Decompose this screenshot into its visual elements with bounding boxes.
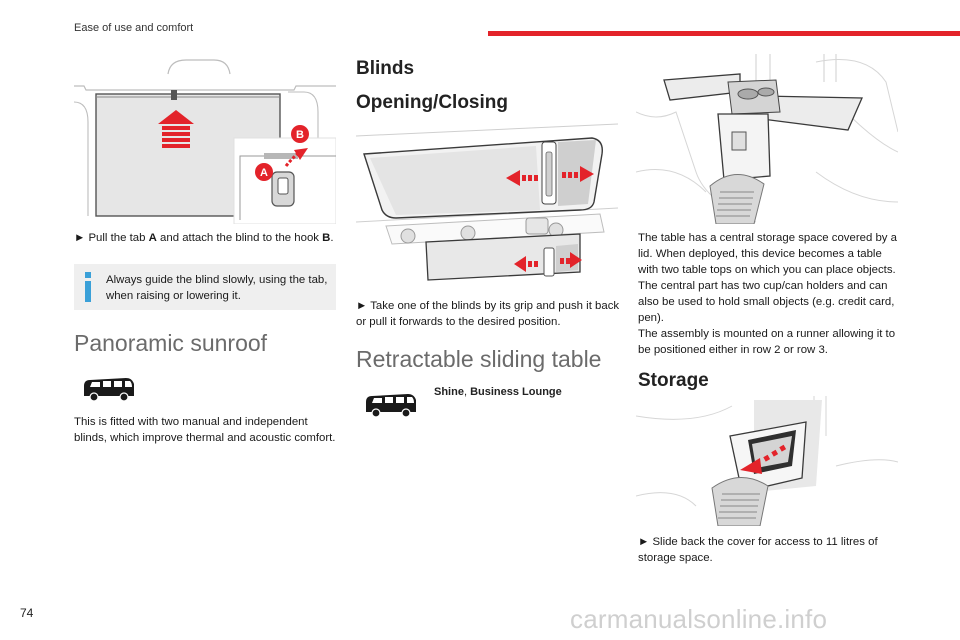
header-accent-bar bbox=[488, 31, 960, 36]
sliding-table-figure bbox=[636, 52, 898, 224]
instruction-text-2: and attach the blind to the hook bbox=[156, 232, 323, 244]
instruction-text-1: Pull the tab bbox=[88, 232, 149, 244]
info-icon bbox=[85, 272, 91, 302]
instruction-arrow: ► bbox=[74, 232, 86, 244]
section-title: Ease of use and comfort bbox=[74, 22, 194, 34]
roof-blinds-figure bbox=[356, 118, 618, 290]
table-description: The table has a central storage space co… bbox=[638, 232, 897, 324]
watermark: carmanualsonline.info bbox=[570, 604, 828, 634]
tab-a-label: A bbox=[148, 232, 157, 244]
sunroof-description: This is fitted with two manual and indep… bbox=[74, 416, 336, 444]
opening-closing-heading: Opening/Closing bbox=[356, 92, 508, 113]
info-note-text: Always guide the blind slowly, using the… bbox=[106, 274, 328, 302]
blind-hook-figure: B A bbox=[74, 52, 336, 224]
edition-business-lounge: Business Lounge bbox=[470, 386, 562, 398]
storage-instruction: ► Slide back the cover for access to 11 … bbox=[638, 536, 878, 564]
label-b-marker: B bbox=[296, 129, 304, 141]
edition-shine: Shine bbox=[434, 386, 464, 398]
panoramic-sunroof-heading: Panoramic sunroof bbox=[74, 330, 268, 356]
hook-b-label: B bbox=[322, 232, 331, 244]
info-note: Always guide the blind slowly, using the… bbox=[74, 264, 336, 310]
table-runner-description: The assembly is mounted on a runner allo… bbox=[638, 328, 896, 356]
pull-tab-instruction: ► Pull the tab A and attach the blind to… bbox=[74, 230, 338, 246]
van-icon bbox=[362, 390, 418, 418]
blinds-heading: Blinds bbox=[356, 58, 415, 79]
storage-figure bbox=[636, 396, 898, 526]
page-number: 74 bbox=[20, 606, 34, 620]
retractable-table-heading: Retractable sliding table bbox=[356, 346, 602, 372]
edition-list: Shine, Business Lounge bbox=[434, 386, 562, 398]
instruction-text-3: . bbox=[330, 232, 334, 244]
blinds-instruction: ► Take one of the blinds by its grip and… bbox=[356, 300, 620, 328]
van-icon bbox=[80, 374, 136, 402]
label-a-marker: A bbox=[260, 167, 268, 179]
storage-heading: Storage bbox=[638, 370, 709, 391]
edition-separator: , bbox=[463, 386, 471, 398]
